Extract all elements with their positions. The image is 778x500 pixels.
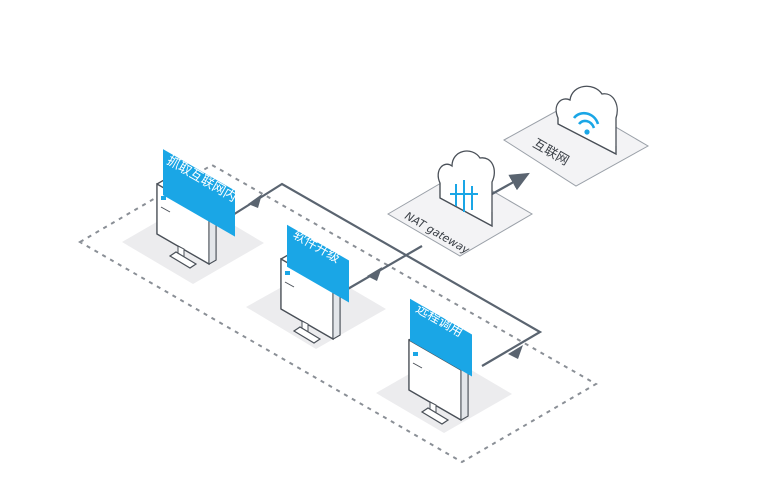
nat-gateway-cloud-icon xyxy=(437,150,495,228)
plate-internet xyxy=(503,101,650,187)
label-box-pc1 xyxy=(163,149,235,237)
computer-icon-pc3 xyxy=(408,335,469,425)
arrow-icon-1 xyxy=(248,194,262,208)
arrow-icon-2 xyxy=(367,267,382,281)
label-box-pc3 xyxy=(410,298,472,377)
connection-line-branch xyxy=(345,245,423,291)
arrow-icon-3 xyxy=(508,345,523,359)
connection-line-gateway-internet xyxy=(491,172,530,195)
label-box-pc2 xyxy=(287,224,349,303)
wifi-cloud-icon xyxy=(555,85,618,156)
